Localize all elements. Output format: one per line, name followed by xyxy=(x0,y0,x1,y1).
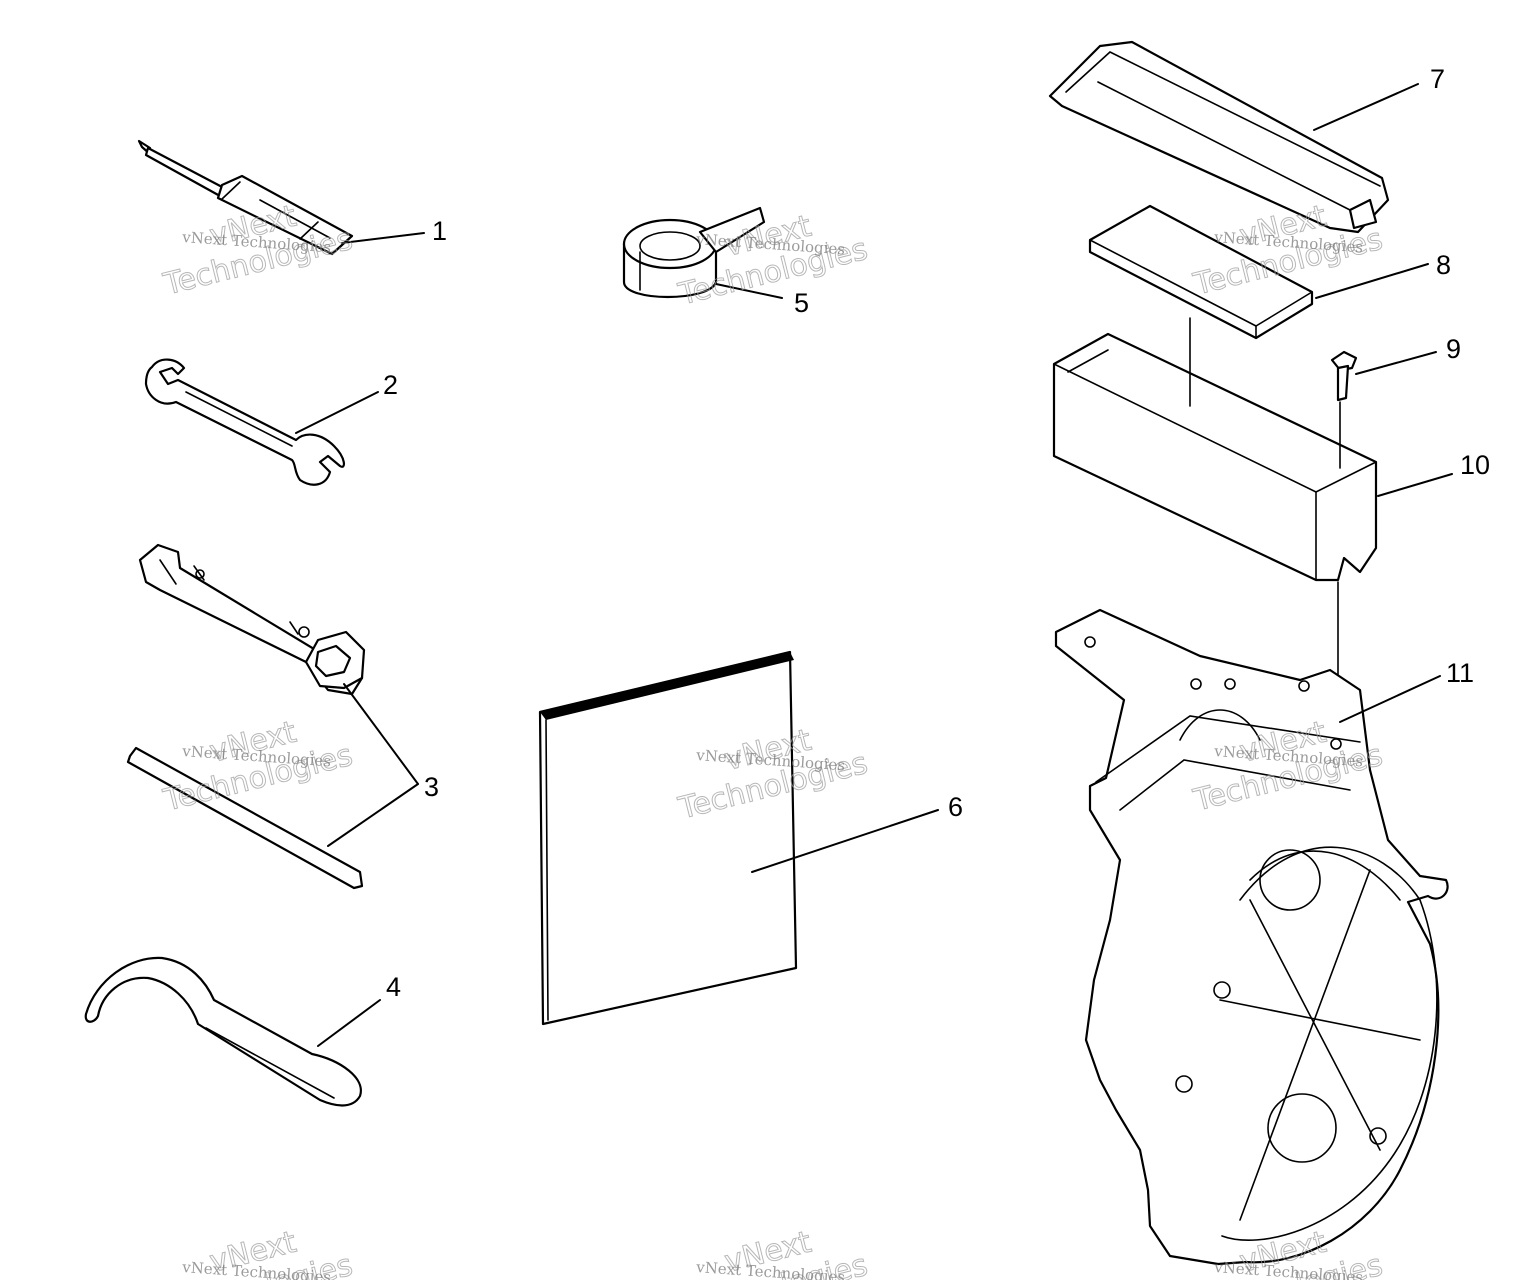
leader-line-4 xyxy=(317,999,381,1047)
leader-line-3b xyxy=(327,783,419,847)
leader-line-10 xyxy=(1377,473,1453,497)
mounting-bracket-airbox-part xyxy=(1054,608,1449,1266)
toolbox-tray-part xyxy=(1052,332,1378,582)
callout-1: 1 xyxy=(432,216,447,246)
toolbox-lid-part xyxy=(1048,40,1390,234)
screwdriver-part xyxy=(137,139,354,256)
callout-10: 10 xyxy=(1460,450,1490,480)
callout-9: 9 xyxy=(1446,334,1461,364)
foam-insert-part xyxy=(1088,204,1314,340)
leader-line-2 xyxy=(295,391,379,434)
leader-line-6 xyxy=(751,809,939,873)
callout-6: 6 xyxy=(948,792,963,822)
spark-plug-socket-wrench-part xyxy=(138,543,366,696)
callout-7: 7 xyxy=(1430,64,1445,94)
leader-line-5 xyxy=(715,283,783,299)
leader-line-7 xyxy=(1313,83,1419,131)
callout-11: 11 xyxy=(1446,658,1474,688)
leader-line-1 xyxy=(341,232,425,244)
tommy-bar-part xyxy=(126,746,364,890)
leader-line-11 xyxy=(1339,675,1441,723)
callout-5: 5 xyxy=(794,288,809,318)
hook-spanner-part xyxy=(84,956,362,1107)
leader-line-8 xyxy=(1315,263,1429,299)
owners-manual-part xyxy=(538,650,798,1026)
callout-8: 8 xyxy=(1436,250,1451,280)
callout-4: 4 xyxy=(386,972,401,1002)
leader-line-9 xyxy=(1355,351,1437,375)
leader-line-3a xyxy=(343,683,419,785)
open-end-wrench-part xyxy=(144,358,346,486)
tape-roll-part xyxy=(622,206,766,299)
screw-part xyxy=(1330,350,1358,402)
callout-3: 3 xyxy=(424,772,439,802)
callout-2: 2 xyxy=(383,370,398,400)
